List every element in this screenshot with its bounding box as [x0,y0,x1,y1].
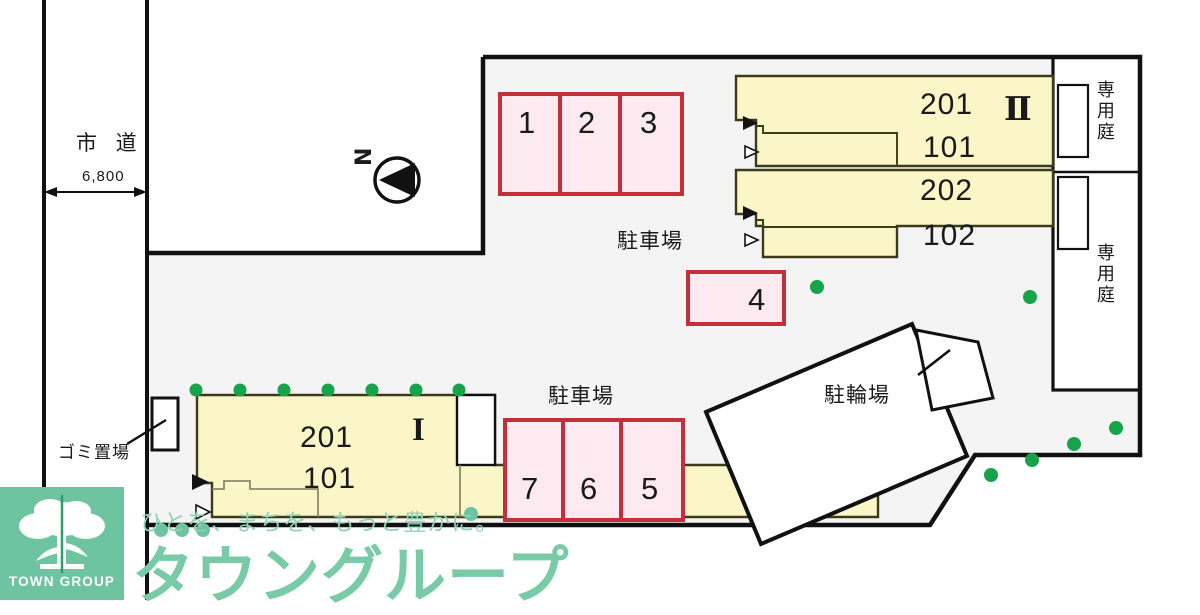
parking-stall-group-bottom [503,418,685,522]
building-2-lower-unit-step [756,219,897,228]
building-2-name-label: Ⅱ [1004,92,1032,128]
parking-stall-6-rect[interactable] [561,418,623,522]
building-2-unit-101-label: 101 [923,131,977,164]
building-1-entry-solid-icon [192,474,209,490]
shrub-dot [452,383,466,397]
bicycle-parking-label: 駐輪場 [824,383,890,407]
building-1-stair-rect [455,393,497,467]
compass-north-letter: N [352,147,377,166]
building-2-lower-entry-solid-icon [743,206,758,220]
parking-area-label-top: 駐車場 [617,229,683,253]
tree-icon [19,495,105,573]
shrub-dot [810,280,824,294]
shrub-dot [1067,437,1081,451]
parking-area-label-bottom: 駐車場 [548,384,614,408]
shrub-dot [464,507,478,521]
private-garden-upper-label: 専用庭 [1093,80,1115,143]
garden-upper-inner-rect [1056,83,1090,159]
parking-stall-7-rect[interactable] [503,418,565,522]
building-2-unit-202-label: 202 [920,174,974,207]
parking-stall-3-label: 3 [640,105,658,140]
building-2-unit-102-label: 102 [923,219,977,252]
shrub-dot [189,383,203,397]
bicycle-parking-annex-outline [914,328,995,412]
trash-leader-line [126,418,167,446]
shrub-dot [196,523,210,537]
building-1-unit-201-label: 201 [300,421,354,454]
shrub-dot [1023,290,1037,304]
bicycle-parking-leader-line [917,348,951,377]
trash-area-label: ゴミ置場 [58,443,130,463]
parking-stall-3-rect[interactable] [618,92,684,196]
private-garden-lower-label: 専用庭 [1093,243,1115,306]
garden-lower-inner-rect [1056,175,1090,251]
road-dimension-arrow [44,187,147,197]
site-plan-geometry [42,0,1143,600]
building-2-upper-unit-step [756,125,898,166]
road-label: 市 道 [76,131,143,155]
parking-stall-5-rect[interactable] [619,418,685,522]
bicycle-parking-outline [703,321,970,547]
watermark-brand: タウングループ [132,539,570,612]
shrub-dot [175,523,189,537]
watermark-logo-name: TOWN GROUP [8,574,116,589]
parking-stall-4-label: 4 [748,282,766,317]
building-1-entry-hollow-icon [195,503,212,521]
shrub-markers [154,280,1123,537]
town-group-logo: TOWN GROUP [0,487,124,600]
parking-stall-7-label: 7 [521,471,539,506]
trash-enclosure-rect [150,396,180,452]
shrub-dot [154,523,168,537]
parking-stall-1-label: 1 [518,105,536,140]
parking-stall-4-rect[interactable] [686,270,786,326]
road-dimension-label: 6,800 [82,168,125,185]
building-2-upper-outline [734,74,1055,168]
watermark-tagline: ひとを、まちを、もっと豊かに。 [140,510,500,536]
shrub-dot [365,383,379,397]
parking-stall-group-top [498,92,684,196]
north-arrow-icon [373,156,421,204]
building-1-unit-step [212,480,319,517]
shrub-dot [277,383,291,397]
building-2-upper-entry-hollow-icon [744,144,760,160]
site-plan-canvas: 市 道 6,800 N 1 2 3 駐車場 4 駐車場 7 6 5 駐輪場 ゴミ… [0,0,1143,612]
shrub-dot [1025,453,1039,467]
building-1-name-label: I [412,412,425,448]
building-2-upper-entry-solid-icon [743,116,758,130]
shrub-dot [409,383,423,397]
building-1-unit-101-label: 101 [303,462,357,495]
parking-stall-6-label: 6 [580,471,598,506]
shrub-dot [321,383,335,397]
shrub-dot [984,468,998,482]
parking-stall-5-label: 5 [641,471,659,506]
shrub-dot [1109,421,1123,435]
parking-stall-2-label: 2 [578,105,596,140]
site-boundary-west-notch [147,57,486,256]
building-2-unit-201-label: 201 [920,88,974,121]
building-2-lower-entry-hollow-icon [744,232,760,248]
shrub-dot [233,383,247,397]
